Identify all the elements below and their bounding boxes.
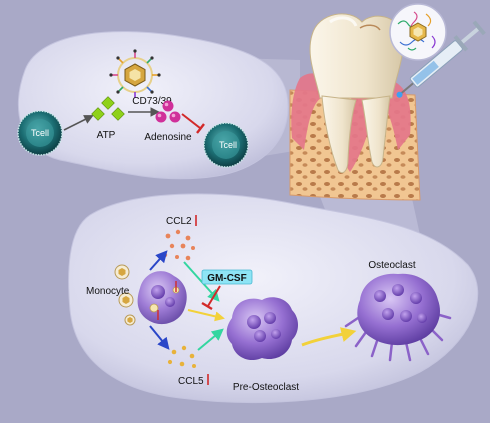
osteoclast-label: Osteoclast bbox=[368, 260, 415, 271]
arrow-ccl5-preosteoclast bbox=[197, 328, 224, 351]
gmcsf-label: GM-CSF bbox=[207, 273, 246, 284]
arrow-monocyte-ccl2 bbox=[149, 250, 168, 271]
atp-label: ATP bbox=[97, 130, 116, 141]
pre-osteoclast-label: Pre-Osteoclast bbox=[233, 382, 299, 393]
nanoparticle-small-2-icon bbox=[118, 292, 134, 308]
adenosine-icon bbox=[155, 100, 181, 123]
nanoparticle-small-3-icon bbox=[124, 314, 136, 326]
nanoparticle-icon bbox=[109, 49, 161, 98]
ccl2-label: CCL2 bbox=[166, 216, 192, 227]
arrow-preosteoclast-osteoclast bbox=[301, 327, 357, 347]
tooth-icon bbox=[289, 13, 421, 201]
atp-icon bbox=[91, 96, 125, 121]
monocyte-label: Monocyte bbox=[86, 286, 130, 297]
arrow-monocyte-preosteoclast bbox=[187, 309, 225, 322]
ccl5-label: CCL5 bbox=[178, 376, 204, 387]
nanoparticle-small-1-icon bbox=[114, 264, 130, 280]
syringe-icon bbox=[396, 20, 486, 98]
inhibit-adenosine-tcell bbox=[181, 113, 205, 134]
ccl2-dots bbox=[162, 229, 195, 261]
osteoclast-cell bbox=[344, 273, 452, 362]
tcell-left-label: Tcell bbox=[31, 128, 49, 138]
cd73-label: CD73/39 bbox=[132, 96, 172, 107]
tcell-right-label: Tcell bbox=[219, 140, 237, 150]
gmcsf-box bbox=[201, 269, 253, 285]
ccl5-dots bbox=[167, 345, 196, 368]
monocyte-cell bbox=[137, 271, 187, 325]
pre-osteoclast-cell bbox=[226, 297, 298, 361]
nanoparticle-zoom-icon bbox=[389, 3, 447, 61]
arrow-tcell-atp bbox=[63, 115, 94, 131]
arrow-ccl2-preosteoclast bbox=[183, 261, 220, 302]
adenosine-label: Adenosine bbox=[144, 132, 192, 143]
tcell-right bbox=[203, 122, 249, 168]
tcell-left bbox=[17, 110, 63, 156]
inhibit-gmcsf bbox=[201, 285, 221, 311]
arrow-monocyte-ccl5 bbox=[149, 325, 170, 350]
